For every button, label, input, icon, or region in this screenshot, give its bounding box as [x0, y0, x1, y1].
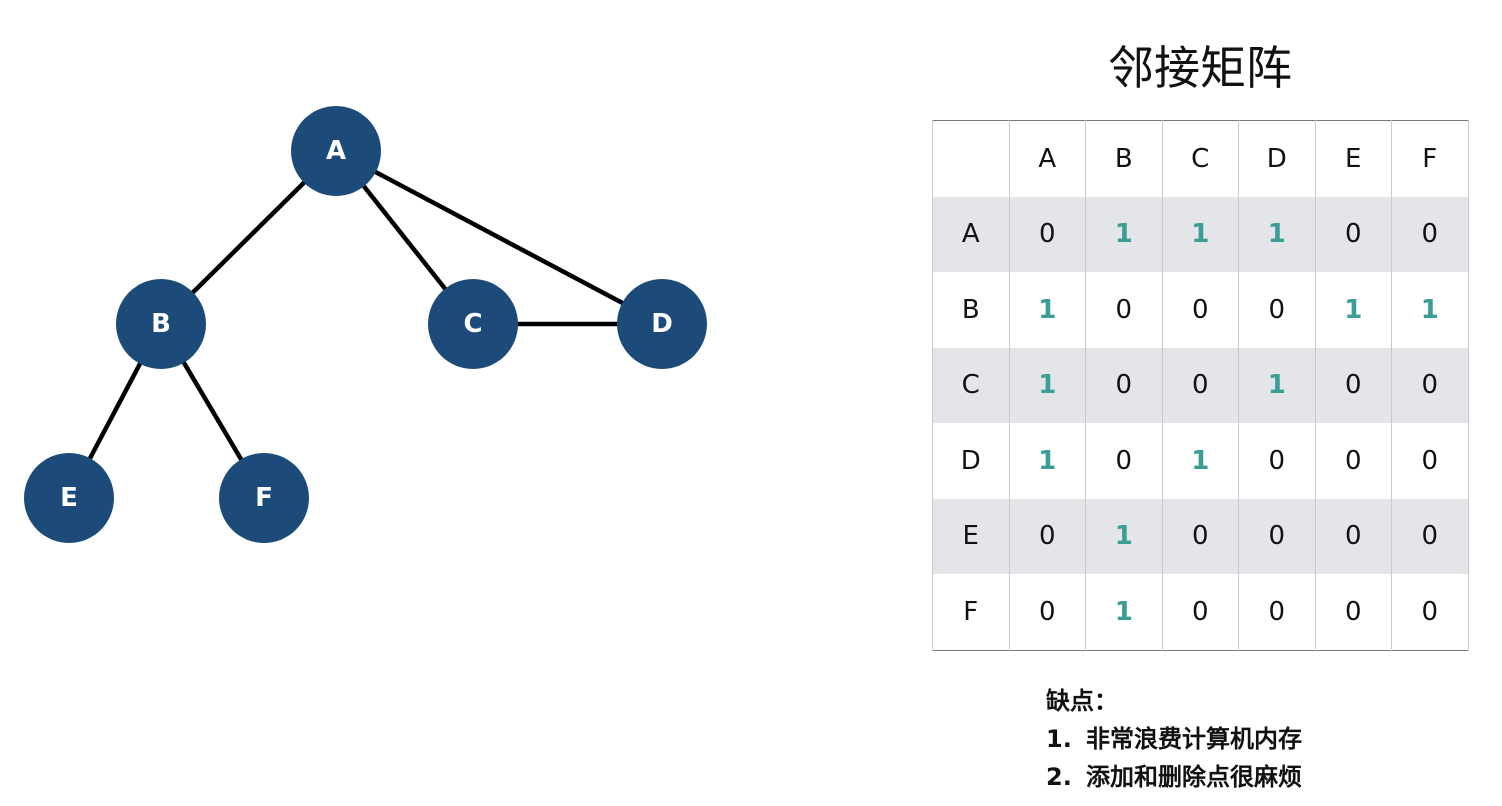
- matrix-cell: 0: [1238, 272, 1316, 348]
- graph-node-circle: [617, 279, 707, 369]
- notes-item-number: 1.: [1046, 725, 1072, 753]
- matrix-title: 邻接矩阵: [1108, 41, 1292, 95]
- matrix-cell: 0: [1391, 574, 1469, 650]
- graph-node-circle: [428, 279, 518, 369]
- graph-node-d: D: [617, 279, 707, 369]
- matrix-cell: 0: [1085, 423, 1163, 499]
- matrix-cell: 0: [1161, 498, 1239, 574]
- graph-edge-a-d: [334, 149, 664, 326]
- matrix-cell: 1: [1161, 423, 1239, 499]
- matrix-cell: 0: [1314, 423, 1392, 499]
- notes-item-text: 添加和删除点很麻烦: [1086, 763, 1302, 791]
- matrix-cell: 0: [1161, 347, 1239, 423]
- drawbacks-notes: 缺点： 1. 非常浪费计算机内存 2. 添加和删除点很麻烦: [1046, 682, 1302, 796]
- matrix-col-header: D: [1238, 120, 1316, 197]
- matrix-cell: 1: [1085, 574, 1163, 650]
- matrix-cell: 1: [1008, 423, 1086, 499]
- graph-node-circle: [219, 453, 309, 543]
- matrix-col-header: B: [1085, 120, 1163, 197]
- matrix-cell: 0: [1238, 498, 1316, 574]
- matrix-col-header: E: [1314, 120, 1392, 197]
- graph-node-label: D: [651, 309, 673, 339]
- matrix-cell: 0: [1314, 196, 1392, 272]
- graph-node-label: B: [151, 309, 171, 339]
- graph-node-b: B: [116, 279, 206, 369]
- graph-node-circle: [116, 279, 206, 369]
- matrix-row-header: A: [932, 196, 1010, 272]
- matrix-cell: 0: [1161, 574, 1239, 650]
- matrix-cell: 0: [1008, 498, 1086, 574]
- matrix-corner-cell: [932, 120, 1010, 197]
- matrix-cell: 1: [1238, 196, 1316, 272]
- matrix-cell: 0: [1391, 347, 1469, 423]
- matrix-cell: 0: [1391, 423, 1469, 499]
- matrix-row-header: C: [932, 347, 1010, 423]
- notes-item: 1. 非常浪费计算机内存: [1046, 720, 1302, 758]
- matrix-row-header: F: [932, 574, 1010, 650]
- notes-item-number: 2.: [1046, 763, 1072, 791]
- graph-node-f: F: [219, 453, 309, 543]
- matrix-cell: 0: [1161, 272, 1239, 348]
- graph-node-e: E: [24, 453, 114, 543]
- graph-node-label: F: [255, 483, 273, 513]
- matrix-row-header: D: [932, 423, 1010, 499]
- notes-item-text: 非常浪费计算机内存: [1086, 725, 1302, 753]
- graph-diagram: A B C D E F: [24, 106, 707, 543]
- matrix-cell: 1: [1008, 347, 1086, 423]
- matrix-cell: 0: [1314, 574, 1392, 650]
- graph-node-label: C: [463, 309, 482, 339]
- matrix-header-row: A B C D E F: [932, 120, 1469, 197]
- matrix-cell: 0: [1085, 272, 1163, 348]
- notes-item: 2. 添加和删除点很麻烦: [1046, 758, 1302, 796]
- matrix-cell: 0: [1314, 347, 1392, 423]
- matrix-col-header: C: [1161, 120, 1239, 197]
- matrix-col-header: F: [1391, 120, 1469, 197]
- graph-node-label: E: [60, 483, 78, 513]
- matrix-cell: 1: [1161, 196, 1239, 272]
- matrix-cell: 1: [1391, 272, 1469, 348]
- notes-heading: 缺点：: [1046, 687, 1118, 715]
- matrix-cell: 1: [1085, 498, 1163, 574]
- matrix-cell: 1: [1085, 196, 1163, 272]
- matrix-cell: 0: [1238, 574, 1316, 650]
- graph-node-circle: [24, 453, 114, 543]
- graph-node-c: C: [428, 279, 518, 369]
- matrix-cell: 0: [1238, 423, 1316, 499]
- graph-node-label: A: [326, 136, 346, 166]
- matrix-row-header: B: [932, 272, 1010, 348]
- matrix-cell: 0: [1391, 196, 1469, 272]
- graph-node-circle: [291, 106, 381, 196]
- matrix-cell: 0: [1008, 574, 1086, 650]
- matrix-cell: 0: [1391, 498, 1469, 574]
- matrix-cell: 0: [1008, 196, 1086, 272]
- matrix-cell: 0: [1085, 347, 1163, 423]
- matrix-col-header: A: [1008, 120, 1086, 197]
- graph-nodes: A B C D E F: [24, 106, 707, 543]
- matrix-cell: 1: [1238, 347, 1316, 423]
- matrix-cell: 0: [1314, 498, 1392, 574]
- matrix-row-header: E: [932, 498, 1010, 574]
- matrix-cell: 1: [1314, 272, 1392, 348]
- matrix-cell: 1: [1008, 272, 1086, 348]
- graph-node-a: A: [291, 106, 381, 196]
